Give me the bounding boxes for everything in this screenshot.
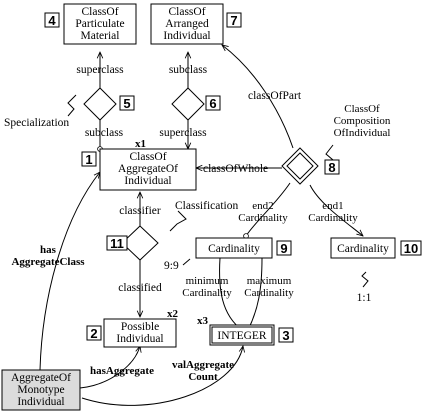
relation-name: ClassOf <box>344 103 380 115</box>
val-aggregate-count-label: Count <box>188 371 218 383</box>
maximum-cardinality-label: Cardinality <box>244 287 294 299</box>
val-aggregate-count-line <box>81 346 243 406</box>
entity-number: 2 <box>90 326 97 341</box>
classified-label: classified <box>118 282 162 294</box>
entity-label: Individual <box>17 396 64 408</box>
val-aggregate-count-label: valAggregate <box>172 359 234 371</box>
entity-cardinality-10: Cardinality 10 <box>330 237 422 259</box>
has-aggregate-class-line <box>39 172 100 371</box>
entity-label: Material <box>81 30 120 42</box>
entity-cardinality-9: Cardinality 9 <box>195 237 292 259</box>
entity-aggregate-of-individual: ClassOf AggregateOf Individual 1 x1 <box>81 138 197 191</box>
has-aggregate-class-label: AggregateClass <box>11 256 85 268</box>
relation-name: Classification <box>175 200 238 212</box>
classofwhole-label: classOfWhole <box>203 163 268 175</box>
entity-label: ClassOf <box>129 151 166 163</box>
minimum-cardinality-label: minimum <box>186 275 229 287</box>
end1-label: end1 <box>322 200 343 212</box>
entity-label: Monotype <box>17 384 64 396</box>
end1-cardinality-line <box>309 184 363 236</box>
entity-number: 7 <box>230 13 237 28</box>
classofpart-line <box>222 45 294 149</box>
relation-specialization-6: 6 <box>171 87 221 121</box>
entity-number: 3 <box>282 328 289 343</box>
entity-label: Particulate <box>75 18 124 30</box>
superclass-label: superclass <box>159 127 207 139</box>
relation-name: Composition <box>334 115 391 127</box>
end2-label: end2 <box>252 200 273 212</box>
entity-tag: x3 <box>197 315 209 327</box>
entity-particulate-material: ClassOf Particulate Material 4 <box>44 3 137 45</box>
ratio-9-9-label: 9:9 <box>164 260 179 272</box>
superclass-label: superclass <box>76 64 124 76</box>
relation-number: 6 <box>209 96 216 111</box>
entity-label: Cardinality <box>337 243 389 255</box>
entity-possible-individual: Possible Individual 2 x2 <box>86 308 179 348</box>
entity-label: ClassOf <box>81 6 118 18</box>
connections <box>39 45 363 406</box>
entity-label: ClassOf <box>168 6 205 18</box>
entity-number: 10 <box>404 241 418 256</box>
break-symbol-5 <box>67 94 77 117</box>
relation-specialization-5: 5 Specialization <box>4 87 135 129</box>
entity-tag: x2 <box>167 308 179 320</box>
relation-name: OfIndividual <box>334 127 391 139</box>
role-labels: superclass subclass subclass superclass … <box>11 64 371 383</box>
classofpart-label: classOfPart <box>248 90 302 102</box>
entity-label: AggregateOf <box>118 163 178 175</box>
end2-label: Cardinality <box>238 212 288 224</box>
entity-number: 9 <box>280 241 287 256</box>
end1-label: Cardinality <box>308 212 358 224</box>
entity-label: AggregateOf <box>11 372 71 384</box>
relation-composition-8: 8 ClassOf Composition OfIndividual <box>281 103 391 185</box>
has-aggregate-line <box>79 346 140 389</box>
subclass-label: subclass <box>169 64 208 76</box>
end2-cardinality-line <box>243 182 291 239</box>
subclass-label: subclass <box>85 127 124 139</box>
entity-integer: INTEGER 3 x3 <box>197 315 294 346</box>
relation-number: 8 <box>328 160 335 175</box>
maximum-cardinality-label: maximum <box>247 275 292 287</box>
entity-arranged-individual: ClassOf Arranged Individual 7 <box>150 3 242 45</box>
ratio-1-1-label: 1:1 <box>357 292 372 304</box>
break-symbol-1-1 <box>361 271 369 288</box>
break-symbol-9-9 <box>182 258 191 266</box>
entity-label: Individual <box>124 175 171 187</box>
relation-number: 11 <box>110 236 124 251</box>
entity-number: 1 <box>85 152 92 167</box>
entity-number: 4 <box>48 13 56 28</box>
break-symbol-11 <box>169 210 187 232</box>
entity-label: Possible <box>121 321 159 333</box>
has-aggregate-class-label: has <box>40 244 57 256</box>
relation-classification-11: 11 Classification <box>106 200 238 261</box>
minimum-cardinality-label: Cardinality <box>182 287 232 299</box>
classifier-label: classifier <box>119 205 161 217</box>
entity-label: Arranged <box>165 18 209 30</box>
entity-label: INTEGER <box>217 330 267 342</box>
entity-label: Individual <box>116 333 163 345</box>
has-aggregate-label: hasAggregate <box>90 365 154 377</box>
maximum-cardinality-line <box>245 257 263 333</box>
entity-label: Cardinality <box>208 243 260 255</box>
entity-tag: x1 <box>135 138 146 150</box>
entity-label: Individual <box>163 30 210 42</box>
entity-aggregate-of-monotype-individual: AggregateOf Monotype Individual <box>1 369 81 411</box>
relation-number: 5 <box>123 96 130 111</box>
relation-name: Specialization <box>4 117 69 129</box>
